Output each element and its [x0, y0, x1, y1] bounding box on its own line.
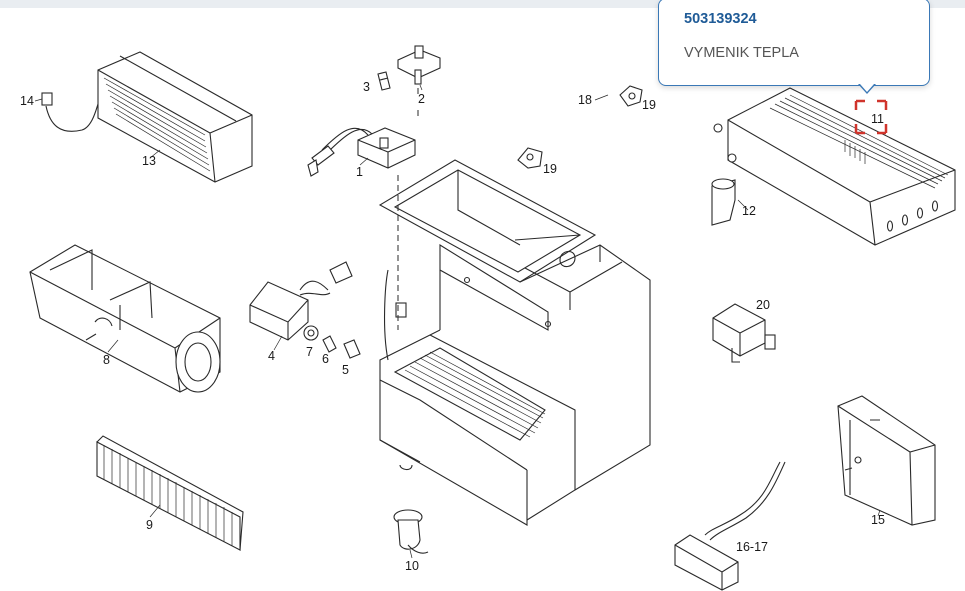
callout-16-17[interactable]: 16-17: [736, 540, 768, 554]
part-19-clamp-b[interactable]: [517, 147, 543, 169]
part-13-heater-core[interactable]: [97, 51, 253, 183]
part-number[interactable]: 503139324: [684, 11, 757, 27]
part-9-air-filter[interactable]: [96, 435, 244, 552]
part-19-clamp-a[interactable]: [619, 85, 643, 107]
part-4-servo-motor[interactable]: [249, 261, 353, 341]
callout-15[interactable]: 15: [871, 513, 885, 527]
callout-12[interactable]: 12: [742, 204, 756, 218]
part-8-blower-unit[interactable]: [29, 244, 221, 393]
callout-9[interactable]: 9: [146, 518, 153, 532]
callout-14[interactable]: 14: [20, 94, 34, 108]
callout-4[interactable]: 4: [268, 349, 275, 363]
part-10-drain-valve[interactable]: [393, 509, 429, 554]
callout-18[interactable]: 18: [578, 93, 592, 107]
callout-7[interactable]: 7: [306, 345, 313, 359]
callout-11[interactable]: 11: [871, 112, 884, 126]
part-1-actuator[interactable]: [307, 127, 416, 177]
part-7-grommet[interactable]: [303, 325, 319, 341]
part-name: VYMENIK TEPLA: [684, 45, 799, 61]
part-16-17-wiring-harness[interactable]: [674, 461, 786, 591]
heater-housing[interactable]: [378, 159, 651, 526]
part-5-connector[interactable]: [343, 339, 361, 359]
callout-2[interactable]: 2: [418, 92, 425, 106]
highlight-marker: [854, 99, 888, 135]
callout-13[interactable]: 13: [142, 154, 156, 168]
part-12-pipe[interactable]: [711, 178, 736, 226]
callout-5[interactable]: 5: [342, 363, 349, 377]
part-tooltip: 503139324 VYMENIK TEPLA: [658, 0, 930, 86]
part-2-valve[interactable]: [397, 45, 441, 85]
part-3-connector[interactable]: [377, 71, 391, 91]
leader-lines: [34, 84, 881, 559]
part-14-sensor[interactable]: [41, 92, 99, 132]
part-15-control-unit[interactable]: [837, 395, 936, 526]
part-20-sensor[interactable]: [712, 303, 776, 363]
part-11-heat-exchanger[interactable]: [713, 87, 956, 246]
callout-6[interactable]: 6: [322, 352, 329, 366]
callout-19-left[interactable]: 19: [543, 162, 557, 176]
callout-1[interactable]: 1: [356, 165, 363, 179]
callout-labels: 1 2 3 4 5 6 7 8 9 10 11 12 13 14 15 16-1…: [20, 80, 885, 573]
callout-8[interactable]: 8: [103, 353, 110, 367]
part-6-clip[interactable]: [322, 335, 337, 353]
callout-19-top[interactable]: 19: [642, 98, 656, 112]
part-18-hose[interactable]: [526, 53, 638, 139]
top-toolbar-strip: [0, 0, 965, 8]
callout-20[interactable]: 20: [756, 298, 770, 312]
callout-3[interactable]: 3: [363, 80, 370, 94]
callout-10[interactable]: 10: [405, 559, 419, 573]
